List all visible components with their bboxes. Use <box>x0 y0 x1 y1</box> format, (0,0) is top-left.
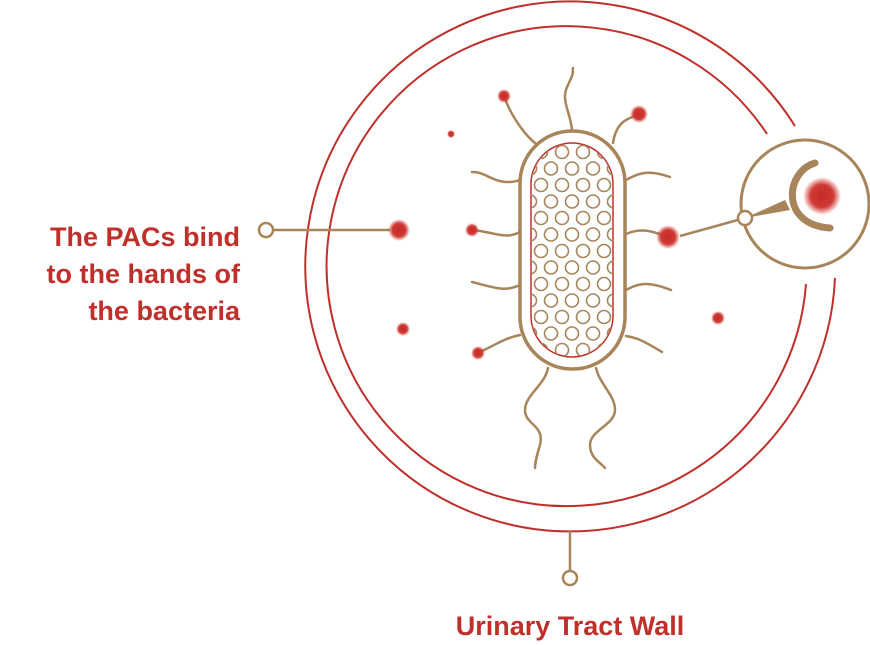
urinary-wall-outer-arc <box>304 0 836 533</box>
pac-dot <box>447 130 455 138</box>
cytoplasm-circle <box>564 227 580 242</box>
cytoplasm-circle <box>543 161 559 176</box>
cytoplasm-circle <box>543 227 559 242</box>
cytoplasm-circle <box>514 344 527 357</box>
cytoplasm-circle <box>531 161 538 176</box>
bacteria-hand-icon <box>789 159 834 232</box>
cytoplasm-circle <box>531 326 538 341</box>
pac-dot <box>630 105 648 123</box>
cytoplasm-circle <box>533 309 549 325</box>
bacteria-inner-membrane <box>530 142 614 358</box>
label-line: to the hands of <box>46 259 240 289</box>
cytoplasm-circle <box>619 344 632 357</box>
cytoplasm-circle <box>606 194 613 209</box>
pac-dot <box>471 346 485 360</box>
cytoplasm-circle <box>564 161 580 176</box>
bottom-connector <box>561 530 579 587</box>
cytoplasm-circle <box>629 261 642 274</box>
cytoplasm-circle <box>596 210 612 226</box>
urinary-wall-inner-arc <box>325 25 807 508</box>
cytoplasm-circle <box>629 294 642 307</box>
pac-dot <box>388 219 410 241</box>
cytoplasm-circle <box>575 243 591 259</box>
pac-dot-magnified <box>803 177 841 215</box>
pac-dot <box>656 225 680 249</box>
pac-dot <box>711 311 725 325</box>
cytoplasm-circle <box>531 260 538 275</box>
cytoplasm-circle <box>596 243 612 259</box>
label-line: The PACs bind <box>49 222 240 252</box>
cytoplasm-circle <box>606 293 613 308</box>
left-connector <box>257 221 390 239</box>
cytoplasm-circle <box>564 326 580 341</box>
bacteria-flagella <box>470 66 673 470</box>
label-line: the bacteria <box>88 296 240 326</box>
cytoplasm-circle <box>619 146 632 159</box>
cytoplasm-circle <box>596 276 612 292</box>
cytoplasm-circle <box>606 161 613 176</box>
cytoplasm-circle <box>543 293 559 308</box>
cytoplasm-circle <box>575 309 591 325</box>
cytoplasm-circle <box>554 144 570 160</box>
cytoplasm-circle <box>533 210 549 226</box>
cytoplasm-circle <box>585 194 601 209</box>
pac-dot <box>465 223 479 237</box>
urinary-tract-wall-label: Urinary Tract Wall <box>455 611 685 641</box>
cytoplasm-circle <box>531 293 538 308</box>
cytoplasm-circle <box>606 260 613 275</box>
cytoplasm-circle <box>543 194 559 209</box>
pac-dots <box>388 89 725 360</box>
bacteria-cytoplasm-pattern <box>514 144 642 357</box>
pac-dot <box>396 322 410 336</box>
cytoplasm-circle <box>554 243 570 259</box>
cytoplasm-circle <box>596 309 612 325</box>
cytoplasm-circle <box>543 326 559 341</box>
cytoplasm-circle <box>575 177 591 193</box>
cytoplasm-circle <box>531 227 538 242</box>
cytoplasm-circle <box>606 227 613 242</box>
cytoplasm-circle <box>564 293 580 308</box>
cytoplasm-circle <box>554 210 570 226</box>
cytoplasm-circle <box>596 177 612 193</box>
cytoplasm-circle <box>543 260 559 275</box>
cytoplasm-circle <box>575 144 591 160</box>
cytoplasm-circle <box>575 276 591 292</box>
cytoplasm-circle <box>575 210 591 226</box>
cytoplasm-circle <box>554 177 570 193</box>
cytoplasm-circle <box>533 177 549 193</box>
cytoplasm-circle <box>606 326 613 341</box>
cytoplasm-circle <box>585 227 601 242</box>
cytoplasm-circle <box>585 293 601 308</box>
cytoplasm-circle <box>554 276 570 292</box>
pac-dot <box>497 89 511 103</box>
cytoplasm-circle <box>629 195 642 208</box>
magnifier-callout <box>679 138 870 270</box>
cytoplasm-circle <box>533 243 549 259</box>
cytoplasm-circle <box>585 260 601 275</box>
cytoplasm-circle <box>564 260 580 275</box>
cytoplasm-circle <box>564 194 580 209</box>
pac-binding-label: The PACs bind to the hands of the bacter… <box>0 219 240 330</box>
cytoplasm-circle <box>533 276 549 292</box>
cytoplasm-circle <box>531 194 538 209</box>
cytoplasm-circle <box>585 326 601 341</box>
cytoplasm-circle <box>585 161 601 176</box>
cytoplasm-circle <box>514 146 527 159</box>
cytoplasm-circle <box>554 309 570 325</box>
